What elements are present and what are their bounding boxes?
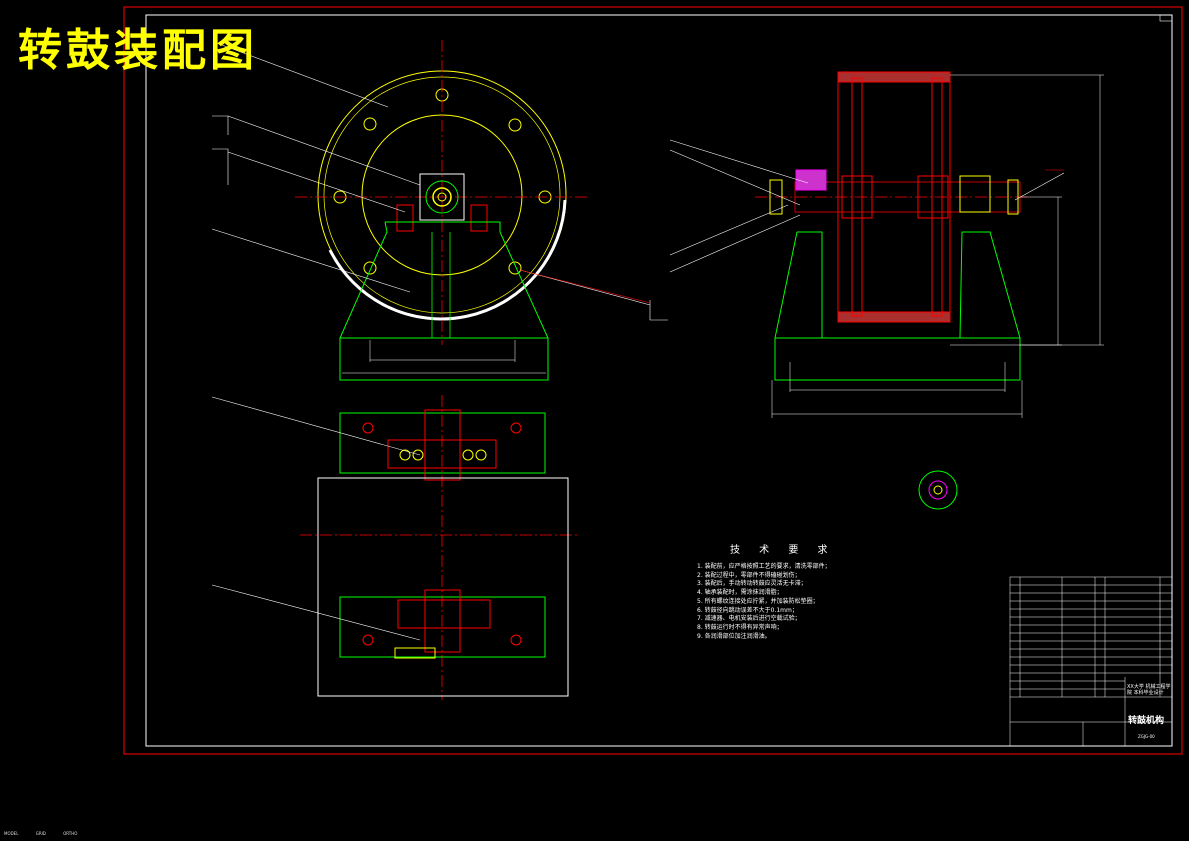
detail-view [918,470,958,510]
drawing-title: 转鼓装配图 [18,25,258,76]
leaders-front [211,44,668,321]
title-block-code: ZGJG-00 [1138,734,1155,739]
base-plate [339,337,549,381]
outer-border [123,6,1183,755]
technical-requirements-list: 1. 装配前，应严格按照工艺的要求，清洗零部件； 2. 装配过程中，零部件不得磕… [697,563,831,641]
status-grid[interactable]: GRID [35,831,46,836]
title-block-name: 转鼓机构 [1128,716,1165,726]
requirement-item: 9. 各润滑部位加注润滑油。 [697,632,771,640]
requirement-item: 8. 转鼓运行时不得有异常声响； [697,623,783,631]
drum-section [837,71,951,323]
top-view [211,395,580,700]
requirement-item: 1. 装配前，应严格按照工艺的要求，清洗零部件； [697,563,831,570]
requirement-item: 7. 减速器、电机安装后进行空载试验； [697,615,801,623]
status-ortho[interactable]: ORTHO [63,831,78,836]
bearing-section-left [795,169,827,191]
technical-requirements-heading: 技 术 要 求 [730,545,836,556]
corner-box [1159,14,1173,22]
side-view [519,71,1104,418]
requirement-item: 5. 所有螺纹连接处应拧紧，并加装防松垫圈； [697,597,819,605]
requirement-item: 6. 转鼓径向跳动误差不大于0.1mm； [697,606,798,614]
stand-outline [339,221,549,339]
status-model[interactable]: MODEL [4,831,19,836]
requirement-item: 4. 轴承装配时，需涂抹润滑脂； [697,589,783,597]
drum-top-outline [317,477,569,697]
requirement-item: 3. 装配后，手动转动转鼓应灵活无卡滞； [697,580,807,588]
requirement-item: 2. 装配过程中，零部件不得磕碰划伤； [697,571,801,579]
inner-border [145,14,1173,747]
status-bar: MODEL GRID ORTHO [4,831,93,836]
front-view [211,40,668,381]
title-block-school: XX大学 机械工程学院 本科毕业设计 [1127,684,1171,696]
title-block [1009,576,1173,747]
